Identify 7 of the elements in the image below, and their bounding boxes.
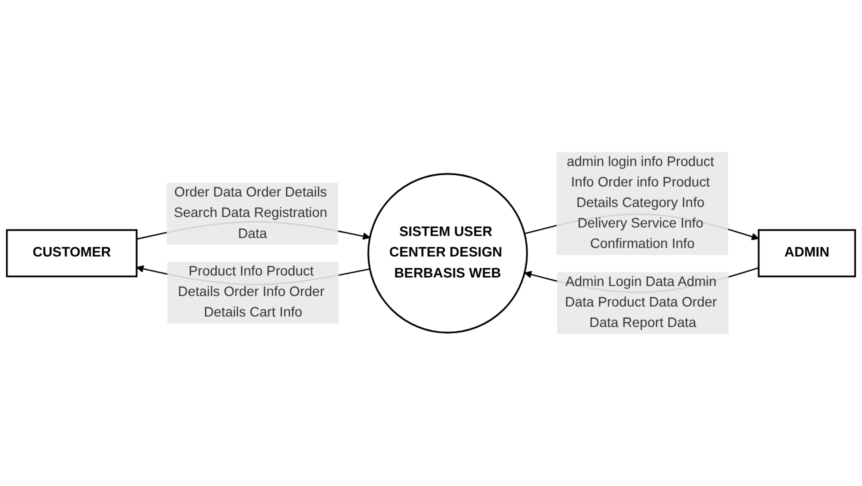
node-box: ADMIN: [758, 229, 856, 278]
edge-label: admin login info Product Info Order info Product Details Category Info Delivery Service Info Confirmation Info: [566, 154, 714, 252]
edge-label: Product Info Product Details Order Info Order Details Cart Info: [178, 264, 324, 320]
edge-label: Order Data Order Details Search Data Registration Data: [174, 185, 328, 242]
edge-label: Admin Login Data Admin Data Product Data Order Data Report Data: [565, 274, 717, 330]
node-circle: SISTEM USER CENTER DESIGN BERBASIS WEB: [367, 173, 528, 334]
node-box: CUSTOMER: [6, 229, 138, 278]
